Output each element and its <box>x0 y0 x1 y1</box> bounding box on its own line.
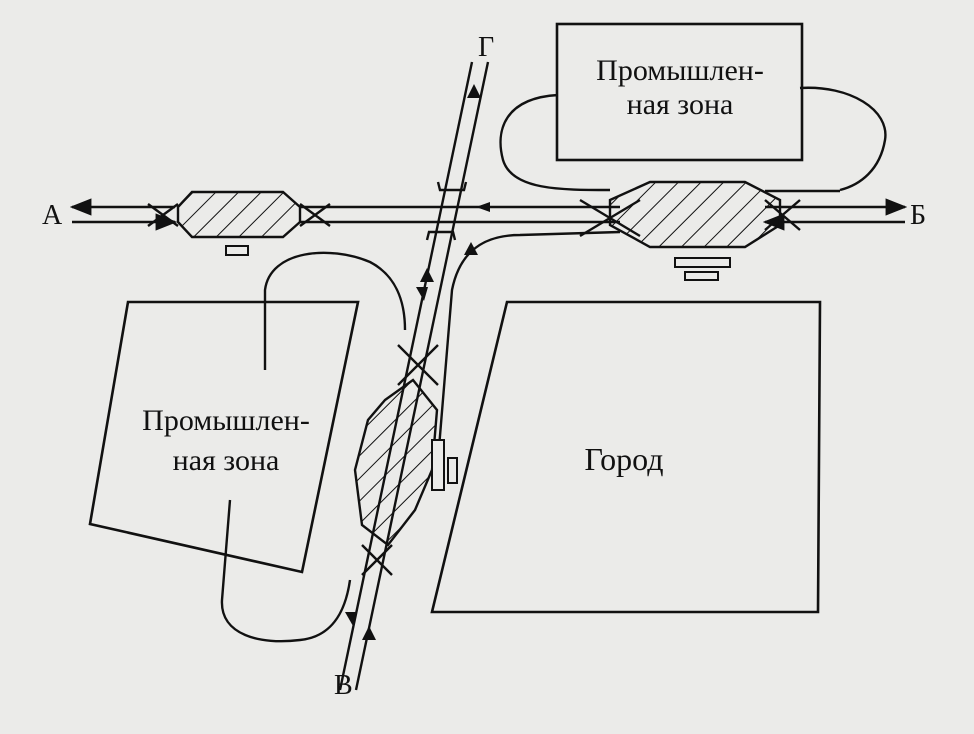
arrow-mid-north <box>420 268 434 282</box>
city-label: Город <box>584 441 663 477</box>
loop-left-bottom <box>220 499 352 643</box>
arrow-g-north <box>467 84 481 98</box>
loop-top-left <box>499 93 611 192</box>
building-station-b-2 <box>684 271 719 281</box>
overpass-lower <box>425 230 457 241</box>
point-label-a: А <box>42 200 63 231</box>
industrial-zone-top <box>555 22 804 162</box>
city-zone <box>430 300 822 614</box>
crossover-vg-south <box>361 544 393 576</box>
arrow-mid-west <box>476 202 490 212</box>
arrow-mid-south <box>416 287 428 301</box>
station-b-junction <box>608 180 782 249</box>
building-station-b-1 <box>674 257 731 268</box>
building-station-a <box>225 245 249 256</box>
overpass-upper <box>436 181 468 192</box>
point-label-v: В <box>334 670 353 701</box>
crossover-a-west <box>147 203 179 227</box>
track-vg-east <box>354 61 490 691</box>
industrial-zone-left <box>88 300 360 574</box>
industrial-top-label-2: ная зона <box>627 88 734 121</box>
point-label-b: Б <box>910 200 926 231</box>
loop-left-top <box>263 251 407 370</box>
arrow-spur-up <box>464 242 478 255</box>
crossover-a-east <box>299 203 331 227</box>
crossover-vg-north <box>397 344 439 386</box>
building-station-vg-2 <box>447 457 458 484</box>
arrow-v-south <box>345 612 357 626</box>
building-station-vg-1 <box>431 439 445 491</box>
industrial-left-label-1: Промышлен- <box>142 404 310 437</box>
point-label-g: Г <box>478 32 494 63</box>
city-spur-track <box>436 230 621 461</box>
station-vg <box>353 378 439 547</box>
industrial-top-label-1: Промышлен- <box>596 54 764 87</box>
industrial-left-label-2: ная зона <box>173 444 280 477</box>
station-a <box>176 190 302 239</box>
loop-top-right <box>799 86 887 192</box>
arrow-v-north <box>362 626 376 640</box>
